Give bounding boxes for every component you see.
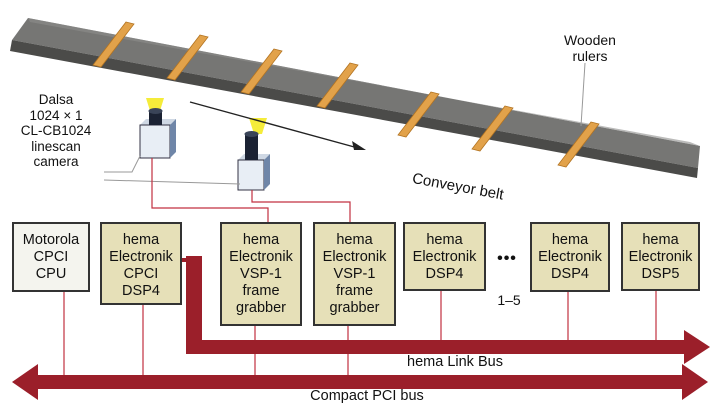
board-vsp1-frame-grabber-2: hema Electronik VSP-1 frame grabber (313, 222, 396, 326)
camera-label: Dalsa 1024 × 1 CL-CB1024 linescan camera (20, 92, 92, 170)
board-cpci-dsp4: hema Electronik CPCI DSP4 (100, 222, 182, 305)
pci-bus-arrow (12, 364, 708, 400)
link-bus-label: hema Link Bus (407, 354, 503, 370)
board-motorola-cpu: Motorola CPCI CPU (12, 222, 90, 292)
link-bus-elbow (182, 258, 200, 262)
pci-bus-label: Compact PCI bus (310, 388, 424, 404)
board-dsp4-b: hema Electronik DSP4 (530, 222, 610, 292)
callout-lines (103, 62, 586, 185)
board-dsp5: hema Electronik DSP5 (621, 222, 700, 291)
range-label: 1–5 (497, 292, 521, 308)
camera-1 (139, 108, 176, 159)
camera-2 (237, 131, 270, 191)
ruler (471, 105, 514, 152)
ruler (557, 121, 600, 168)
camera-cables (151, 158, 351, 222)
board-dsp4-a: hema Electronik DSP4 (403, 222, 486, 291)
rulers-label: Wooden rulers (564, 32, 616, 65)
ruler (316, 62, 359, 109)
ruler (92, 21, 135, 68)
link-bus-riser (186, 256, 202, 347)
direction-arrow (189, 101, 366, 150)
link-bus-arrow (186, 330, 710, 364)
ruler (240, 48, 283, 95)
ruler (397, 91, 440, 138)
board-vsp1-frame-grabber-1: hema Electronik VSP-1 frame grabber (220, 222, 302, 326)
ruler (166, 34, 209, 81)
wooden-rulers (92, 21, 600, 168)
ellipsis-label: ••• (497, 250, 517, 267)
